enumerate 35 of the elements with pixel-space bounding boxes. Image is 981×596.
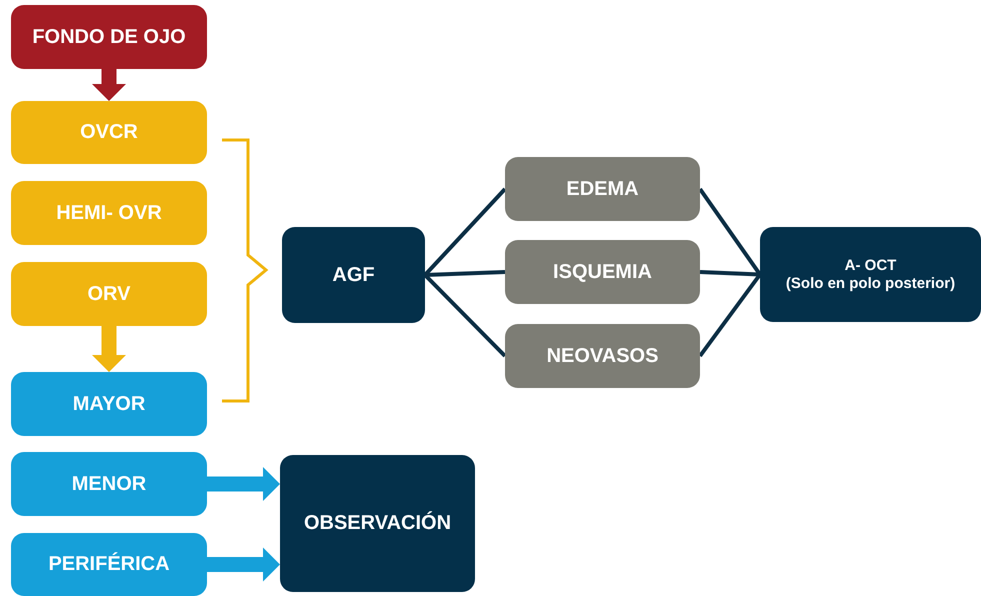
- process-box: [505, 157, 700, 221]
- connector-line: [698, 273, 762, 358]
- box-label: FONDO DE OJO: [32, 26, 186, 48]
- connector-line: [424, 274, 506, 358]
- process-box: [11, 452, 207, 516]
- process-box: [11, 101, 207, 164]
- box-label: OVCR: [80, 121, 138, 144]
- connector-line: [424, 270, 506, 277]
- process-box: [505, 324, 700, 388]
- process-box: [11, 262, 207, 326]
- process-box: [11, 372, 207, 436]
- box-label: EDEMA: [566, 178, 639, 200]
- process-box: [11, 181, 207, 245]
- box-label: OBSERVACIÓN: [304, 512, 452, 535]
- arrow: [207, 548, 280, 582]
- box-label: NEOVASOS: [546, 344, 658, 368]
- process-box: [282, 227, 425, 323]
- box-label: (Solo en polo posterior): [786, 274, 956, 292]
- process-box: [11, 5, 207, 69]
- arrow: [92, 326, 126, 372]
- box-label: PERIFÉRICA: [48, 553, 170, 576]
- box-label: ISQUEMIA: [553, 260, 652, 284]
- process-box: [280, 455, 475, 592]
- box-label: ORV: [88, 282, 130, 306]
- box-label: A- OCT: [844, 257, 896, 274]
- arrow: [92, 69, 126, 101]
- process-box: [760, 227, 981, 322]
- arrow: [207, 467, 280, 501]
- process-box: [11, 533, 207, 596]
- box-label: AGF: [332, 264, 375, 286]
- process-box: [505, 240, 700, 304]
- box-label: MENOR: [72, 472, 146, 496]
- connector-line: [700, 270, 760, 276]
- box-label: MAYOR: [72, 392, 146, 416]
- box-label: HEMI- OVR: [56, 202, 162, 224]
